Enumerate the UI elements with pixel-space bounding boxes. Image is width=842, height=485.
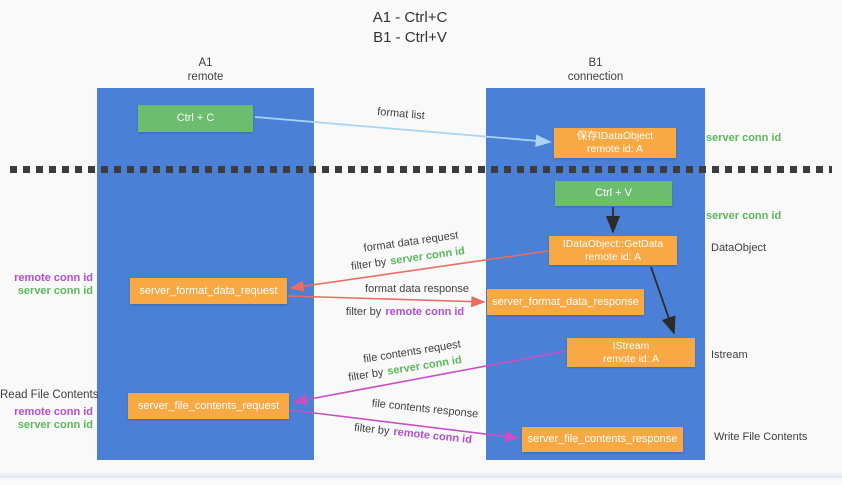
format-list-label: format list: [376, 105, 426, 123]
column-b1-role: connection: [567, 71, 624, 83]
istream-line2: remote id: A: [602, 352, 660, 365]
idataobject-getdata-box: IDataObject::GetData remote id: A: [549, 236, 677, 265]
server-file-contents-response-box: server_file_contents_response: [522, 427, 683, 452]
column-header-b1: B1 connection: [535, 56, 656, 84]
server-format-data-request-box: server_format_data_request: [130, 278, 287, 304]
write-file-contents-label: Write File Contents: [714, 431, 808, 443]
server-format-data-response-box: server_format_data_response: [487, 289, 644, 315]
server-file-contents-response-label: server_file_contents_response: [527, 433, 678, 445]
istream-side-label: Istream: [711, 349, 748, 361]
remote-conn-id-label: remote conn id: [14, 272, 93, 284]
ctrl-c-box: Ctrl + C: [138, 105, 253, 132]
getdata-line2: remote id: A: [584, 250, 642, 263]
server-file-contents-request-label: server_file_contents_request: [137, 399, 280, 412]
istream-line1: IStream: [612, 339, 650, 352]
file-contents-response-label: file contents response: [371, 397, 479, 421]
column-a1-role: remote: [187, 71, 224, 83]
format-data-response-arrow: [287, 295, 486, 308]
diagram-title: A1 - Ctrl+C B1 - Ctrl+V: [310, 8, 510, 48]
filter-by-text: filter by: [345, 306, 382, 318]
save-idataobject-line1: 保存IDataObject: [576, 130, 654, 142]
left-conn-id-stack-2: remote conn id server conn id: [0, 406, 93, 431]
server-format-data-request-label: server_format_data_request: [139, 284, 278, 297]
read-file-contents-text: Read File Contents: [0, 389, 99, 401]
ctrl-v-label: Ctrl + V: [595, 187, 632, 199]
save-idataobject-box: 保存IDataObject remote id: A: [554, 128, 676, 158]
server-file-contents-request-box: server_file_contents_request: [128, 393, 289, 419]
filter-by-text: filter by: [353, 421, 391, 438]
read-file-contents-label: Read File Contents: [0, 389, 99, 402]
machine-boundary-dotted-line: [10, 166, 832, 173]
title-line-1: A1 - Ctrl+C: [372, 9, 448, 26]
column-header-a1: A1 remote: [145, 56, 266, 84]
server-conn-id-right-label-1: server conn id: [706, 132, 782, 144]
column-b1-name: B1: [588, 57, 603, 69]
getdata-line1: IDataObject::GetData: [562, 237, 664, 250]
server-conn-id-label: server conn id: [17, 418, 93, 431]
server-conn-id-right-label-2: server conn id: [706, 210, 782, 222]
server-conn-id-label: server conn id: [17, 284, 93, 297]
remote-conn-id-token: remote conn id: [385, 306, 465, 318]
left-conn-id-stack-1: remote conn id server conn id: [0, 272, 93, 297]
bottom-strip: [0, 472, 842, 478]
dataobject-label: DataObject: [711, 242, 767, 254]
ctrl-c-label: Ctrl + C: [176, 112, 215, 124]
remote-conn-id-label: remote conn id: [14, 406, 93, 418]
istream-box: IStream remote id: A: [567, 338, 695, 367]
save-idataobject-line2: remote id: A: [586, 143, 644, 155]
title-line-2: B1 - Ctrl+V: [373, 29, 447, 46]
filter-by-text: filter by: [347, 366, 385, 384]
server-format-data-response-label: server_format_data_response: [492, 295, 639, 308]
filter-by-text: filter by: [350, 256, 388, 273]
remote-conn-id-token: remote conn id: [392, 425, 473, 447]
ctrl-v-box: Ctrl + V: [555, 181, 672, 206]
format-data-response-label: format data response: [365, 283, 469, 295]
column-a1-name: A1: [198, 57, 213, 69]
